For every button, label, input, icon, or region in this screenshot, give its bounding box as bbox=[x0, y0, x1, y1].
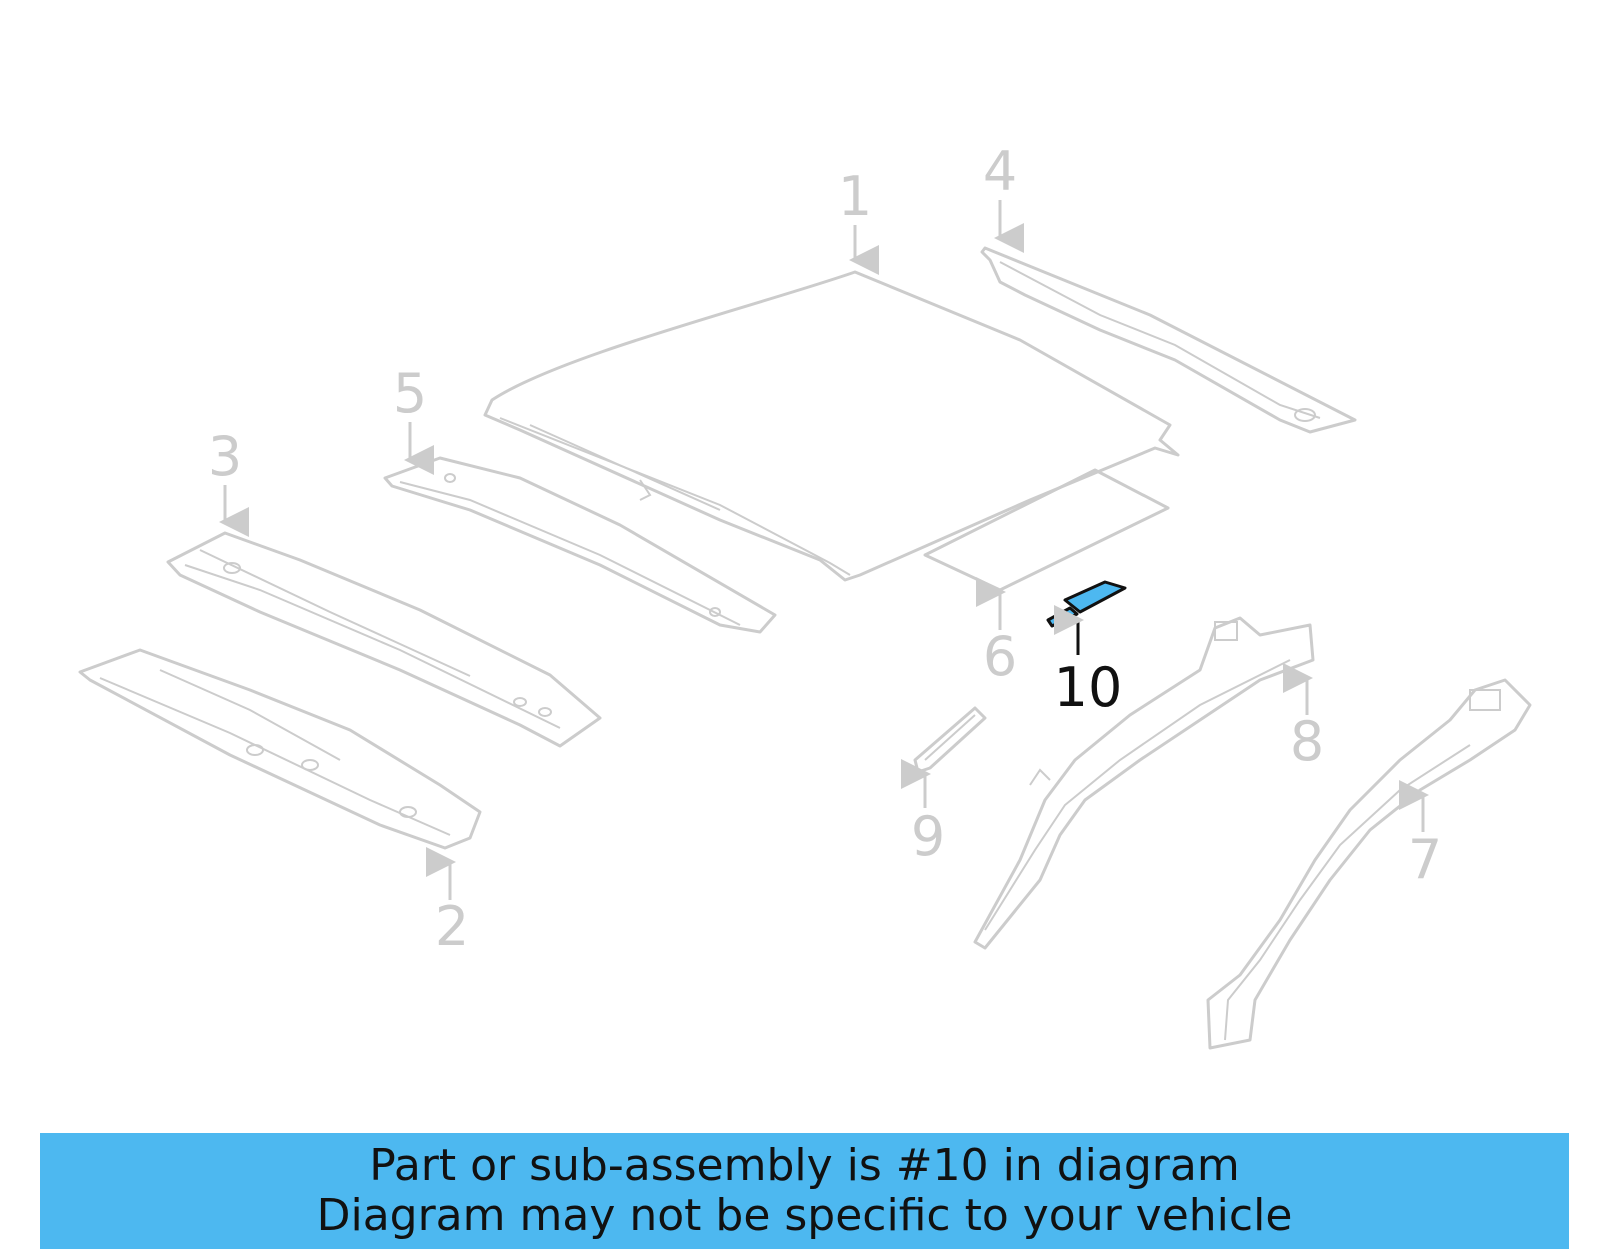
banner-line-2: Diagram may not be specific to your vehi… bbox=[316, 1190, 1293, 1241]
callout-8: 8 bbox=[1290, 710, 1324, 773]
part-6-panel bbox=[923, 468, 1170, 592]
callout-6: 6 bbox=[983, 625, 1017, 688]
banner-line-1: Part or sub-assembly is #10 in diagram bbox=[369, 1140, 1240, 1191]
part-9-bracket bbox=[913, 706, 987, 774]
callout-3: 3 bbox=[208, 425, 242, 488]
part-5-header bbox=[383, 456, 777, 634]
parts-diagram: 1 4 5 3 2 6 8 9 7 10 bbox=[78, 140, 1532, 1050]
callout-5: 5 bbox=[393, 362, 427, 425]
callout-arrows bbox=[219, 200, 1429, 900]
callout-7: 7 bbox=[1408, 828, 1442, 891]
part-2-rear-bow bbox=[78, 648, 482, 850]
part-8-pillar bbox=[973, 616, 1315, 950]
part-4-rail bbox=[980, 246, 1357, 434]
callout-1: 1 bbox=[838, 165, 872, 228]
callout-4: 4 bbox=[983, 140, 1017, 203]
callout-10-highlighted: 10 bbox=[1054, 656, 1123, 719]
part-3-roof-bow bbox=[166, 531, 602, 748]
info-banner: Part or sub-assembly is #10 in diagram D… bbox=[40, 1133, 1569, 1249]
callout-9: 9 bbox=[911, 805, 945, 868]
part-1-roof-panel bbox=[483, 270, 1180, 582]
part-7-pillar bbox=[1206, 678, 1532, 1050]
part-10-highlighted-bracket bbox=[1046, 580, 1127, 628]
callout-labels: 1 4 5 3 2 6 8 9 7 10 bbox=[208, 140, 1442, 958]
callout-2: 2 bbox=[435, 895, 469, 958]
